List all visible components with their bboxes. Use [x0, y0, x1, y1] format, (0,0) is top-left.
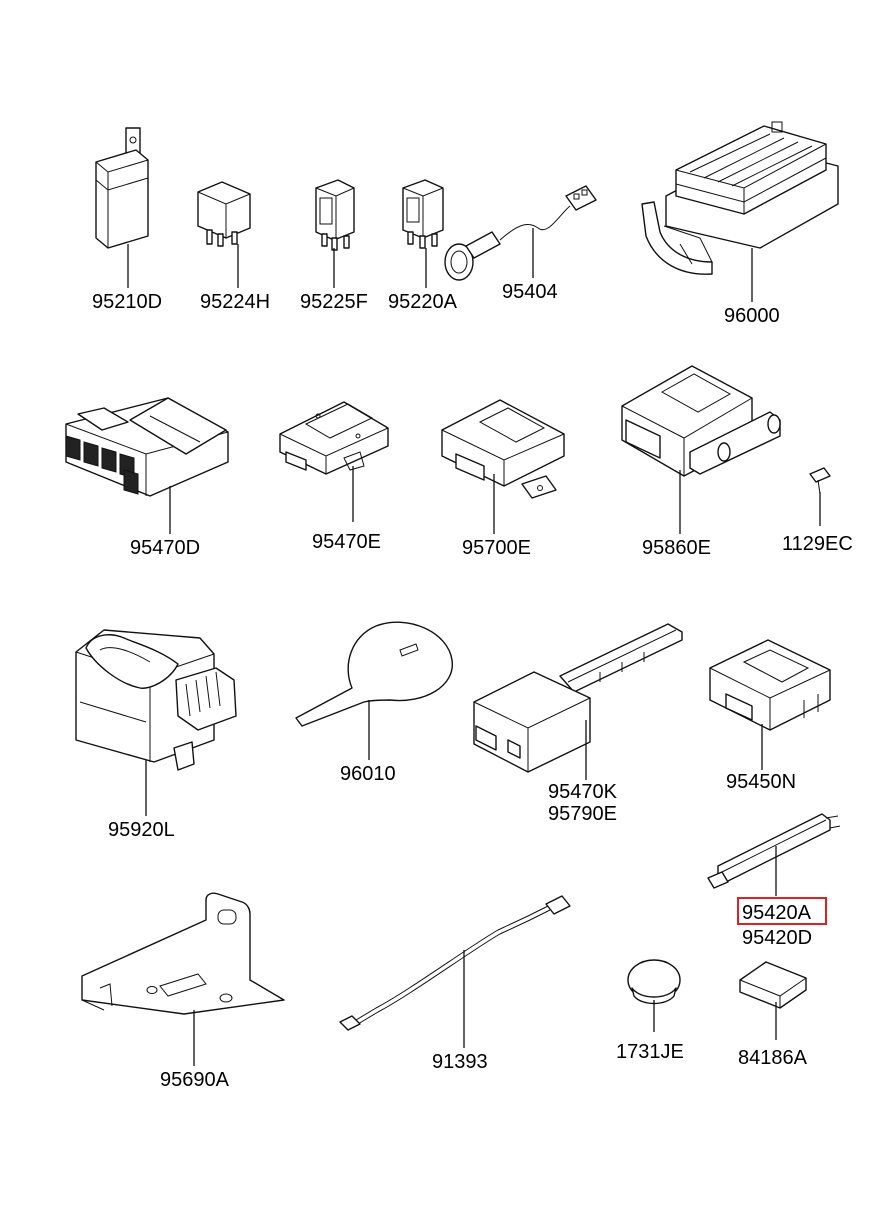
part-label-95220a: 95220A [388, 291, 458, 313]
module-95470d[interactable] [65, 397, 229, 534]
part-label-95470e: 95470E [312, 531, 381, 553]
bolt-1129ec[interactable] [809, 467, 831, 526]
part-label-96010: 96010 [340, 763, 396, 785]
part-label-95690a: 95690A [160, 1069, 230, 1091]
relay-95224h[interactable] [197, 181, 251, 288]
part-label-95420a[interactable]: 95420A [742, 902, 812, 924]
antenna-bar-95420a[interactable] [707, 813, 841, 896]
part-label-95700e: 95700E [462, 537, 531, 559]
key-96010[interactable] [295, 621, 453, 760]
junction-box-96000[interactable] [641, 121, 839, 302]
part-label-95470d: 95470D [130, 537, 200, 559]
part-label-1731je: 1731JE [616, 1041, 684, 1063]
relay-95220a[interactable] [402, 179, 444, 288]
part-label-95920l: 95920L [108, 819, 175, 841]
relay-95210d[interactable] [95, 127, 149, 288]
part-label-95210d: 95210D [92, 291, 162, 313]
part-label-1129ec: 1129EC [782, 533, 853, 555]
relay-95225f[interactable] [315, 179, 355, 288]
sensor-95920l[interactable] [75, 629, 237, 816]
buzzer-95404[interactable] [444, 185, 597, 281]
part-label-96000: 96000 [724, 305, 780, 327]
part-label-95470k: 95470K [548, 781, 618, 803]
part-highlight-box [737, 897, 827, 925]
part-label-91393: 91393 [432, 1051, 488, 1073]
part-label-95420d: 95420D [742, 927, 812, 949]
module-95860e[interactable] [621, 365, 781, 534]
wire-harness-91393[interactable] [339, 895, 571, 1048]
part-label-95860e: 95860E [642, 537, 711, 559]
part-label-95224h: 95224H [200, 291, 270, 313]
connector-group [65, 435, 139, 495]
part-label-84186a: 84186A [738, 1047, 808, 1069]
bracket-95690a[interactable] [81, 892, 285, 1066]
module-95450n[interactable] [709, 639, 831, 770]
pad-84186a[interactable] [739, 961, 807, 1040]
plug-cap-1731je[interactable] [627, 959, 681, 1032]
module-95470e[interactable] [279, 401, 389, 522]
part-label-95404: 95404 [502, 281, 558, 303]
part-label-95450n: 95450N [726, 771, 796, 793]
part-label-95225f: 95225F [300, 291, 368, 313]
module-95700e[interactable] [441, 399, 565, 534]
part-label-95790e: 95790E [548, 803, 617, 825]
module-95470k[interactable] [473, 623, 683, 780]
